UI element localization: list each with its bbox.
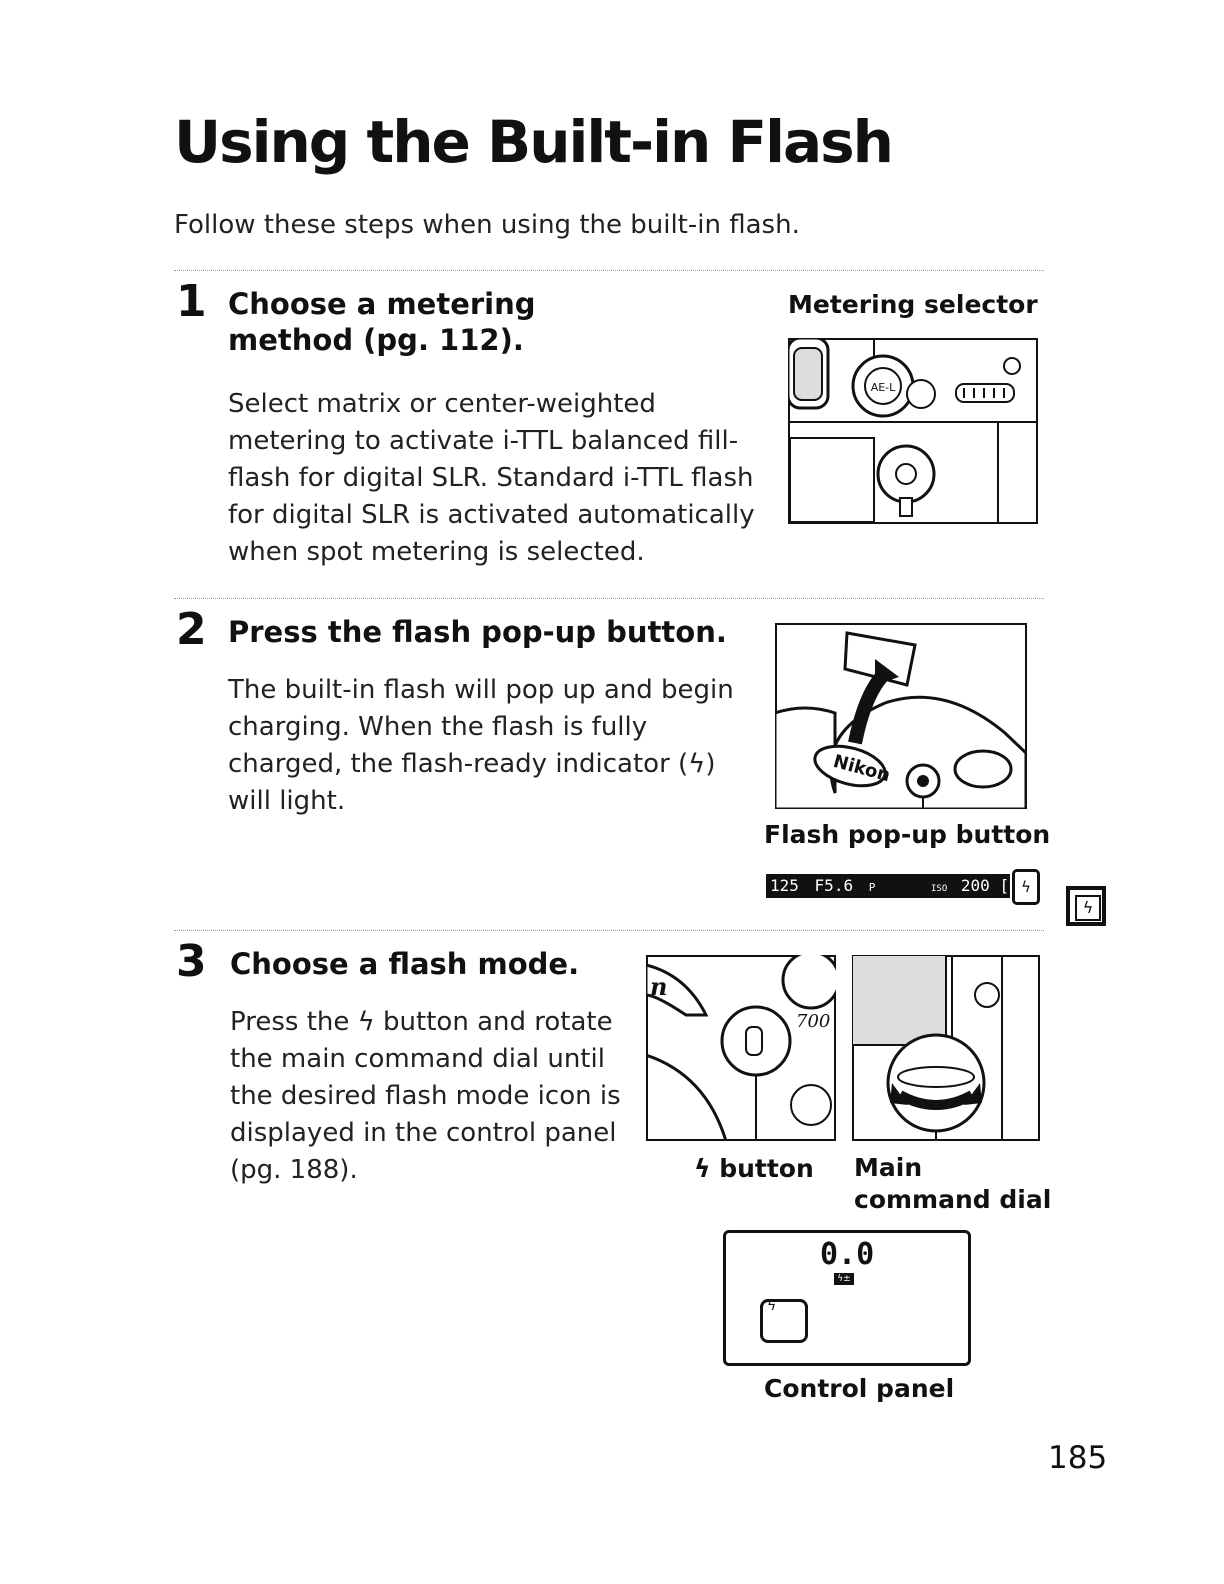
viewfinder-display: 125 F5.6 P ISO 200 [54] <box>766 874 1038 898</box>
main-command-dial-caption: Main command dial <box>854 1153 1052 1214</box>
step-divider <box>174 930 1044 931</box>
step-number: 3 <box>176 936 207 987</box>
step-number: 1 <box>176 276 207 327</box>
flash-ready-icon: ϟ <box>1012 869 1040 905</box>
aperture: F5.6 <box>814 876 854 895</box>
step-heading: Press the flash pop-up button. <box>228 615 727 649</box>
step-body: The built-in flash will pop up and begin… <box>228 675 734 816</box>
control-panel-illustration: 0.0 ϟ± ϟ <box>723 1230 971 1366</box>
flash-button-caption: ϟ button <box>694 1154 814 1183</box>
step-heading: Choose a metering method (pg. 112). <box>228 287 536 357</box>
step-heading: Choose a flash mode. <box>230 947 580 981</box>
page-number: 185 <box>1048 1440 1108 1476</box>
flash-icon: ϟ <box>1075 895 1101 921</box>
flash-compensation-icon: ϟ± <box>834 1273 854 1285</box>
flash-button-illustration: n 700 <box>646 955 836 1141</box>
shutter-speed: 125 <box>770 876 799 895</box>
iso-label: ISO <box>930 884 948 894</box>
metering-selector-illustration: AE-L <box>788 338 1038 524</box>
exposure-mode: P <box>868 881 876 894</box>
step-divider <box>174 270 1044 271</box>
flash-mode-icon: ϟ <box>760 1298 808 1343</box>
frames-remaining: [54] <box>999 876 1038 895</box>
svg-text:AE-L: AE-L <box>871 381 896 394</box>
flash-compensation-value: 0.0 <box>820 1237 875 1272</box>
page-title: Using the Built-in Flash <box>174 108 894 176</box>
step-divider <box>174 598 1044 599</box>
step-body: Press the ϟ button and rotate the main c… <box>230 1007 621 1185</box>
flash-popup-illustration: Nikon <box>775 623 1027 809</box>
step-body: Select matrix or center-weighted meterin… <box>228 389 755 567</box>
iso-value: 200 <box>960 876 990 895</box>
control-panel-caption: Control panel <box>764 1374 955 1403</box>
svg-text:n: n <box>650 972 667 1001</box>
main-command-dial-illustration <box>852 955 1040 1141</box>
svg-text:700: 700 <box>796 1011 830 1032</box>
flash-popup-button-caption: Flash pop-up button <box>764 820 1051 849</box>
step-number: 2 <box>176 604 207 655</box>
section-tab: ϟ <box>1066 886 1106 926</box>
metering-selector-caption: Metering selector <box>788 290 1038 319</box>
intro-text: Follow these steps when using the built-… <box>174 210 800 240</box>
